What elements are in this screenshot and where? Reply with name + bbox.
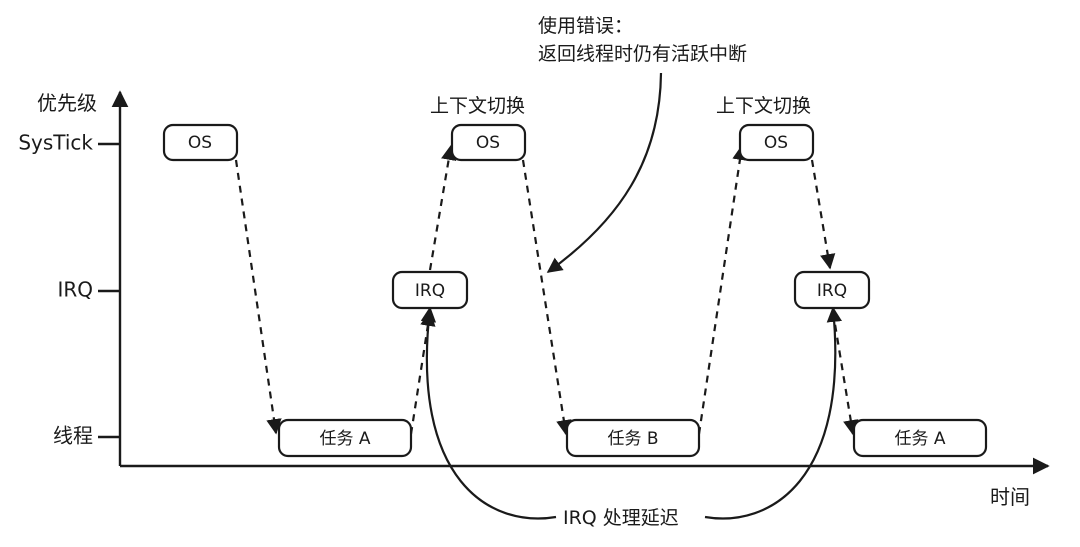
svg-text:任务 A: 任务 A — [319, 429, 370, 449]
svg-text:OS: OS — [764, 133, 788, 153]
svg-text:任务 A: 任务 A — [894, 429, 945, 449]
svg-text:IRQ: IRQ — [415, 281, 445, 301]
svg-text:OS: OS — [188, 133, 212, 153]
level-label-irq: IRQ — [57, 278, 93, 302]
level-label-systick: SysTick — [18, 131, 93, 155]
task-a-box-1: 任务 A — [277, 418, 413, 458]
transition-os3-to-irq2 — [810, 159, 836, 270]
transition-os1-to-task-a — [234, 159, 282, 435]
os-box-2: OS — [450, 123, 527, 162]
transition-irq-to-os2 — [428, 144, 457, 271]
usage-error-line-1: 使用错误： — [538, 15, 633, 37]
level-label-thread: 线程 — [53, 424, 93, 448]
os-box-1: OS — [162, 123, 239, 162]
os-box-3: OS — [738, 123, 815, 162]
x-axis-title: 时间 — [990, 485, 1030, 509]
usage-error-pointer — [546, 72, 663, 273]
svg-text:OS: OS — [476, 133, 500, 153]
transition-os2-to-task-b — [521, 159, 572, 436]
irq-latency-label: IRQ 处理延迟 — [563, 507, 679, 529]
y-axis-title: 优先级 — [37, 91, 97, 115]
task-b-box: 任务 B — [565, 418, 701, 458]
task-a-box-2: 任务 A — [852, 418, 988, 458]
transition-irq2-to-task-a — [831, 311, 859, 436]
usage-error-line-2: 返回线程时仍有活跃中断 — [538, 43, 747, 65]
irq-latency-curve-right — [704, 306, 843, 520]
svg-text:任务 B: 任务 B — [607, 429, 658, 449]
svg-text:IRQ: IRQ — [817, 281, 847, 301]
context-switch-label-1: 上下文切换 — [430, 95, 525, 117]
irq-box-2: IRQ — [793, 270, 871, 310]
transition-task-b-to-os3 — [697, 144, 748, 435]
irq-box-1: IRQ — [391, 270, 469, 310]
irq-latency-curve-left — [420, 306, 557, 520]
context-switch-label-2: 上下文切换 — [716, 95, 811, 117]
